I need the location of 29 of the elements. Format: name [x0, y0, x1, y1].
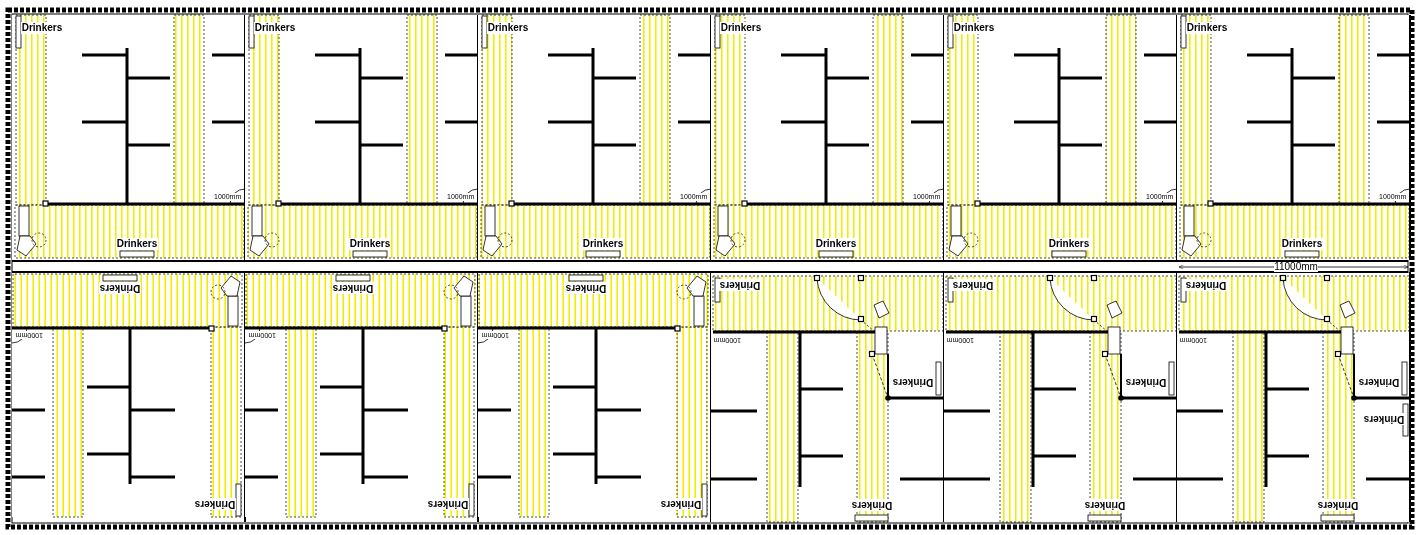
- drinker-label: Drinkers: [116, 238, 158, 250]
- drinker-label: Drinkers: [21, 22, 63, 34]
- drinker-label: Drinkers: [1185, 279, 1227, 291]
- drinker-label: Drinkers: [815, 238, 857, 250]
- drinker-label: Drinkers: [582, 238, 624, 250]
- drinker-label: Drinkers: [1363, 413, 1405, 425]
- drinker-label: Drinkers: [953, 22, 995, 34]
- dimension-label: 11000mm: [1274, 262, 1318, 272]
- drinker-label: Drinkers: [1186, 22, 1228, 34]
- drinker-label: Drinkers: [851, 499, 893, 511]
- drinker-label: Drinkers: [952, 279, 994, 291]
- drinker-label: Drinkers: [1281, 238, 1323, 250]
- drinker-label: Drinkers: [99, 282, 141, 294]
- drinker-label: Drinkers: [1317, 499, 1359, 511]
- drinker-label: Drinkers: [565, 282, 607, 294]
- drinker-label: Drinkers: [194, 498, 236, 510]
- drinker-label: Drinkers: [720, 22, 762, 34]
- drinker-label: Drinkers: [1125, 376, 1167, 388]
- drinker-label: Drinkers: [1084, 499, 1126, 511]
- drinker-label: Drinkers: [660, 498, 702, 510]
- drinker-label: Drinkers: [892, 376, 934, 388]
- drinker-label: Drinkers: [427, 498, 469, 510]
- drinker-label: Drinkers: [1048, 238, 1090, 250]
- drinker-label: Drinkers: [487, 22, 529, 34]
- drinker-label: Drinkers: [349, 238, 391, 250]
- drinker-label: Drinkers: [1358, 376, 1400, 388]
- drinker-label: Drinkers: [719, 279, 761, 291]
- drinker-label: Drinkers: [254, 22, 296, 34]
- drinker-label: Drinkers: [332, 282, 374, 294]
